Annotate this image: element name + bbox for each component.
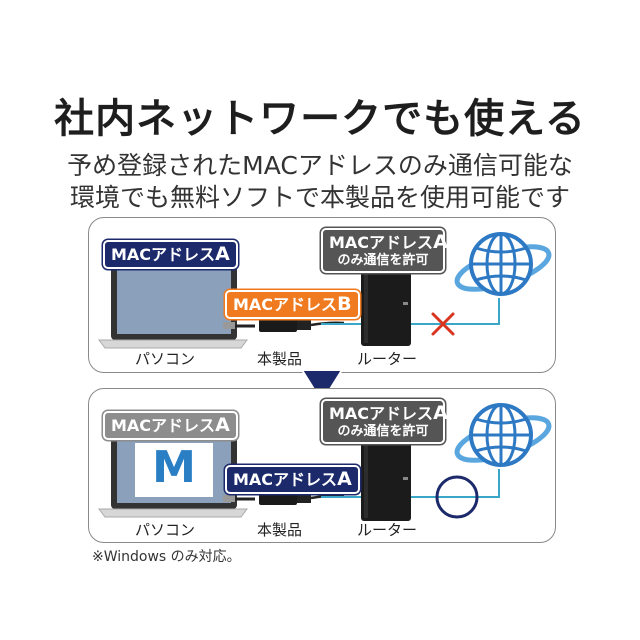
- pc-mac-tag: MACアドレスA: [103, 411, 238, 440]
- router-mac-rule: のみ通信を許可: [329, 424, 437, 440]
- router-mac-rule: のみ通信を許可: [329, 253, 437, 269]
- router-label: ルーター: [357, 348, 417, 369]
- router-mac-letter: A: [433, 231, 448, 253]
- pc-mac-letter: A: [215, 243, 230, 265]
- screen-logo: M: [135, 441, 213, 495]
- adapter-mac-prefix: MACアドレス: [233, 295, 337, 314]
- subtitle-line-2: 環境でも無料ソフトで本製品を使用可能です: [0, 178, 640, 214]
- adapter-label: 本製品: [257, 348, 302, 369]
- pc-label: パソコン: [135, 519, 195, 540]
- router-mac-tag: MACアドレスA のみ通信を許可: [321, 228, 445, 273]
- adapter-mac-tag: MACアドレスB: [225, 290, 360, 319]
- panel-unregistered: MACアドレスA MACアドレスB MACアドレスA のみ通信を許可 パソコン …: [88, 217, 556, 373]
- internet-line: [411, 298, 499, 324]
- router-mac-prefix: MACアドレス: [329, 404, 433, 423]
- pc-mac-prefix: MACアドレス: [111, 245, 215, 264]
- page-title: 社内ネットワークでも使える: [0, 86, 640, 144]
- globe-icon: [452, 234, 553, 298]
- internet-line: [411, 469, 499, 497]
- pc-label: パソコン: [135, 348, 195, 369]
- subtitle-line-1: 予め登録されたMACアドレスのみ通信可能な: [0, 146, 640, 182]
- router-mac-tag: MACアドレスA のみ通信を許可: [321, 399, 445, 444]
- adapter-mac-letter: A: [337, 468, 352, 490]
- adapter-mac-letter: B: [337, 293, 351, 315]
- router-icon: [361, 433, 411, 521]
- pc-mac-prefix: MACアドレス: [111, 416, 215, 435]
- router-label: ルーター: [357, 519, 417, 540]
- panel-registered: M MACアドレスA MACアドレスA MACアドレスA のみ通信を許可 パソコ…: [88, 388, 556, 543]
- globe-icon: [452, 405, 553, 469]
- adapter-mac-tag: MACアドレスA: [225, 465, 360, 494]
- footnote: ※Windows のみ対応。: [92, 546, 241, 566]
- pc-mac-letter: A: [215, 414, 230, 436]
- router-mac-letter: A: [433, 402, 448, 424]
- adapter-mac-prefix: MACアドレス: [233, 470, 337, 489]
- router-mac-prefix: MACアドレス: [329, 233, 433, 252]
- pc-mac-tag: MACアドレスA: [103, 240, 238, 269]
- adapter-label: 本製品: [257, 519, 302, 540]
